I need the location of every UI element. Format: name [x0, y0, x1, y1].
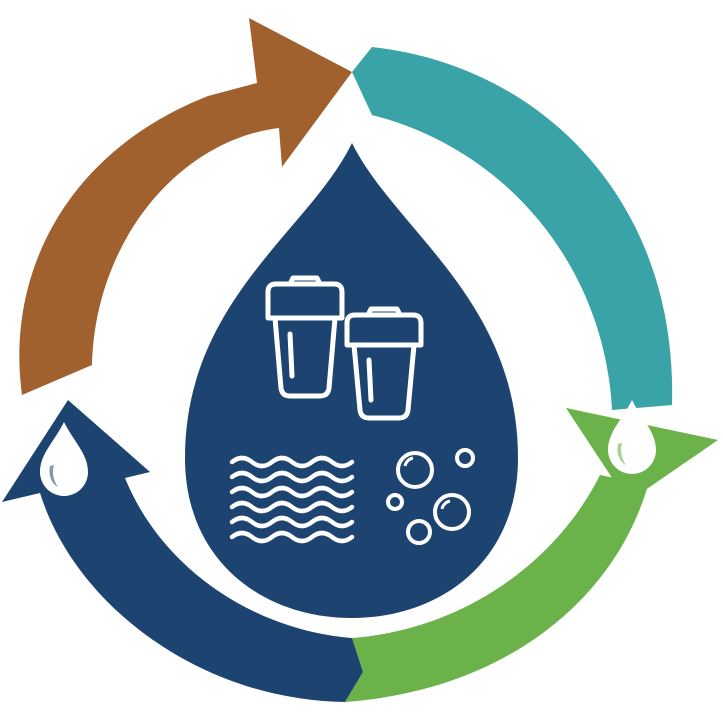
water-drop-icon [608, 400, 656, 474]
brown-arrow [19, 18, 353, 395]
water-filter-cartridge-icon [265, 275, 424, 421]
small-drops [40, 400, 656, 496]
teal-arrow [352, 47, 673, 410]
water-drop-icon [40, 422, 88, 496]
green-arrow [345, 475, 648, 702]
filter-cartridge-right [344, 306, 424, 421]
central-water-drop [185, 143, 518, 618]
navy-arrow [2, 400, 363, 702]
bubbles-icon [386, 448, 475, 545]
cycle-arrows [2, 18, 718, 702]
filter-cartridge-left [265, 275, 345, 399]
water-waves-icon [229, 455, 355, 544]
